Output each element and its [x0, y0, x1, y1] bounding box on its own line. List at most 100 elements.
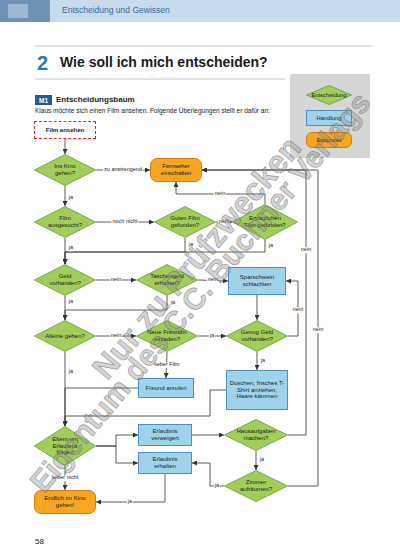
- flow-connector: [65, 388, 138, 426]
- diamond-shape: [35, 265, 96, 296]
- node-text: Hausaufgaben machen?: [235, 428, 277, 441]
- node-text-box: Eltern um Erlaubnis fragen: [34, 426, 96, 466]
- node-text: Guten Film gefunden?: [165, 215, 206, 228]
- edge-label: ja: [170, 300, 176, 306]
- flow-connector: [65, 240, 265, 264]
- diamond-shape: [35, 207, 96, 238]
- edge-label: nein: [292, 307, 304, 313]
- decision-diamond: Ins Kino gehen?: [34, 154, 96, 186]
- heading-rule: [35, 79, 285, 80]
- edge-label: ja: [68, 245, 74, 251]
- flow-connector: [96, 446, 138, 463]
- diamond-shape: [227, 321, 288, 352]
- legend-box: [290, 74, 370, 158]
- edge-label: nein: [214, 191, 226, 197]
- diamond-shape: [35, 321, 96, 352]
- legend-entry: Endpunkt: [306, 132, 352, 148]
- node-text-box: Alleine gehen?: [34, 320, 96, 352]
- end-point: Endlich im Kino gehen!: [34, 490, 96, 514]
- decision-diamond: Zimmer aufräumen?: [224, 470, 288, 502]
- edge-label: ja: [68, 195, 74, 201]
- diamond-shape: [225, 471, 288, 502]
- edge-label: nein: [110, 333, 122, 339]
- edge-label: ja: [260, 358, 266, 364]
- node-text-box: Hausaufgaben machen?: [224, 419, 288, 451]
- action-box: Freund anrufen: [138, 378, 194, 398]
- header-band: [50, 0, 400, 22]
- flow-connector: [176, 182, 265, 204]
- legend-text: Entscheidung: [311, 92, 346, 98]
- node-text: Endlich im Kino gehen!: [37, 495, 93, 508]
- node-text: Sparschwein schlachten: [231, 274, 283, 287]
- node-text-box: Film ausgesucht?: [34, 206, 96, 238]
- material-badge: [35, 95, 52, 105]
- flow-connector: [202, 170, 318, 486]
- edge-label: nein: [110, 277, 122, 283]
- node-text-box: Zimmer aufräumen?: [224, 470, 288, 502]
- decision-diamond: Geld vorhanden?: [34, 264, 96, 296]
- node-text: Fernseher einschalten: [153, 163, 199, 176]
- edge-label: nein: [207, 277, 219, 283]
- node-text-box: Genug Geld vorhanden?: [226, 320, 288, 352]
- legend-swatch-shape: [307, 86, 352, 105]
- edge-label: noch nicht: [111, 219, 138, 225]
- edge-label: ja: [259, 457, 265, 463]
- node-text: Eltern um Erlaubnis fragen: [45, 436, 86, 456]
- edge-label: nein: [312, 327, 324, 333]
- page-number: 58: [35, 538, 44, 547]
- node-text: Film ansehen: [46, 127, 84, 134]
- node-text-box: Taschengeld erhalten?: [136, 264, 198, 296]
- header-photo-detail: [8, 4, 28, 18]
- diamond-shape: [35, 427, 96, 466]
- edge-label: ja: [214, 483, 220, 489]
- node-text: Freund anrufen: [145, 385, 186, 392]
- node-text: Film ausgesucht?: [45, 215, 86, 228]
- edge-label: ja: [68, 369, 74, 375]
- heading-rule: [35, 46, 372, 47]
- decision-diamond: Alleine gehen?: [34, 320, 96, 352]
- legend-text-box: Endpunkt: [306, 132, 352, 148]
- action-box: Sparschwein schlachten: [228, 267, 286, 295]
- legend-text-box: Handlung: [306, 110, 352, 126]
- node-text: Ins Kino gehen?: [45, 163, 86, 176]
- node-text: Alleine gehen?: [45, 333, 85, 340]
- header-photo: [0, 0, 50, 22]
- edge-label: ja: [268, 243, 274, 249]
- action-box: Duschen, frisches T-Shirt anziehen, Haar…: [226, 370, 288, 410]
- node-text: Taschengeld erhalten?: [147, 273, 188, 286]
- node-text: Duschen, frisches T-Shirt anziehen, Haar…: [229, 380, 285, 400]
- material-title: Entscheidungsbaum: [56, 96, 135, 105]
- node-text: Erlaubnis erhalten: [141, 456, 189, 469]
- diamond-shape: [137, 265, 198, 296]
- edge-label: ja: [68, 299, 74, 305]
- decision-diamond: Hausaufgaben machen?: [224, 419, 288, 451]
- legend-text: Endpunkt: [317, 137, 342, 143]
- node-text-box: Freund anrufen: [139, 379, 193, 397]
- flow-connector: [65, 238, 185, 264]
- diamond-shape: [35, 155, 96, 186]
- node-text-box: Endlich im Kino gehen!: [35, 491, 95, 513]
- decision-diamond: Neue Freundin einladen?: [136, 320, 198, 352]
- edge-label: nein: [300, 247, 312, 253]
- action-box: Erlaubnis erhalten: [138, 452, 192, 474]
- flow-connector: [65, 296, 167, 320]
- flow-connector: [192, 435, 224, 436]
- node-text: Neue Freundin einladen?: [147, 329, 188, 342]
- end-point: Fernseher einschalten: [150, 158, 202, 182]
- node-text-box: Fernseher einschalten: [151, 159, 201, 181]
- node-text-box: Guten Film gefunden?: [154, 206, 216, 238]
- legend-text: Handlung: [317, 115, 342, 121]
- edge-label: ja: [127, 499, 133, 505]
- node-text: Genug Geld vorhanden?: [237, 329, 278, 342]
- edge-label: ja: [209, 333, 215, 339]
- flow-connector: [202, 170, 306, 435]
- node-text-box: Erträglichen Film gefunden?: [232, 204, 298, 240]
- edge-label: nein: [218, 219, 230, 225]
- action-box: Erlaubnis verweigert: [138, 424, 192, 446]
- node-text-box: Neue Freundin einladen?: [136, 320, 198, 352]
- intro-text: Klaus möchte sich einen Film ansehen. Fo…: [35, 107, 270, 114]
- flow-connector: [257, 295, 258, 320]
